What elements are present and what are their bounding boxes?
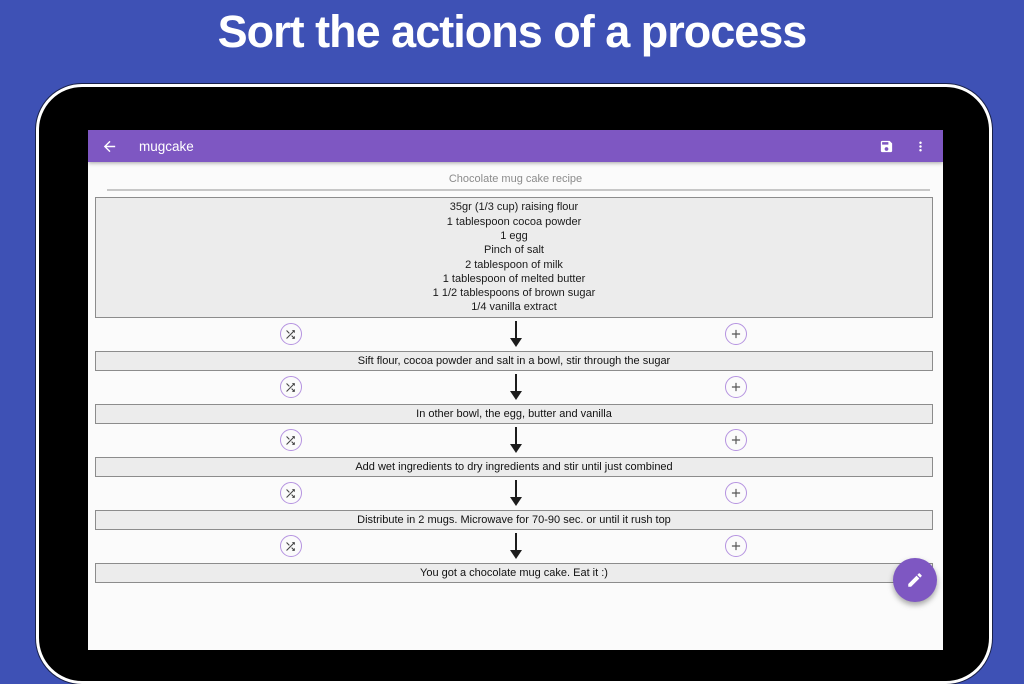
step-text: In other bowl, the egg, butter and vanil… <box>416 408 612 420</box>
ingredient-line: 1 tablespoon cocoa powder <box>446 215 582 228</box>
step-item[interactable]: Add wet ingredients to dry ingredients a… <box>95 457 933 477</box>
shuffle-icon <box>284 381 297 394</box>
step-connector <box>88 424 943 457</box>
shuffle-icon <box>284 540 297 553</box>
add-step-button[interactable] <box>725 535 748 557</box>
step-item[interactable]: You got a chocolate mug cake. Eat it :) <box>95 563 933 583</box>
down-arrow-icon <box>509 427 523 454</box>
add-step-button[interactable] <box>725 323 748 345</box>
overflow-menu-button[interactable] <box>913 138 928 155</box>
swap-steps-button[interactable] <box>279 535 302 557</box>
step-connector <box>88 371 943 404</box>
swap-steps-button[interactable] <box>279 376 302 398</box>
down-arrow-icon <box>509 374 523 401</box>
plus-icon <box>729 327 743 341</box>
ingredient-line: 1/4 vanilla extract <box>471 301 557 314</box>
app-toolbar: mugcake <box>88 130 943 162</box>
step-text: Sift flour, cocoa powder and salt in a b… <box>357 355 671 367</box>
arrow-left-icon <box>101 138 118 155</box>
add-step-button[interactable] <box>725 429 748 451</box>
ingredient-line: 35gr (1/3 cup) raising flour <box>449 201 579 214</box>
step-text: Distribute in 2 mugs. Microwave for 70-9… <box>357 514 671 526</box>
tablet-frame: mugcake Chocolate mug cake recipe 35gr (… <box>36 84 992 684</box>
header-divider <box>107 189 930 191</box>
toolbar-actions <box>879 138 928 155</box>
recipe-header: Chocolate mug cake recipe <box>448 173 583 185</box>
app-screen: mugcake Chocolate mug cake recipe 35gr (… <box>88 130 943 650</box>
ingredient-line: 1 1/2 tablespoons of brown sugar <box>432 287 596 300</box>
step-item[interactable]: Sift flour, cocoa powder and salt in a b… <box>95 351 933 371</box>
add-step-button[interactable] <box>725 376 748 398</box>
shuffle-icon <box>284 328 297 341</box>
swap-steps-button[interactable] <box>279 429 302 451</box>
shuffle-icon <box>284 434 297 447</box>
plus-icon <box>729 486 743 500</box>
step-text: You got a chocolate mug cake. Eat it :) <box>420 567 608 579</box>
down-arrow-icon <box>509 480 523 507</box>
step-connector <box>88 318 943 351</box>
step-item[interactable]: Distribute in 2 mugs. Microwave for 70-9… <box>95 510 933 530</box>
plus-icon <box>729 539 743 553</box>
add-step-button[interactable] <box>725 482 748 504</box>
step-connector <box>88 477 943 510</box>
swap-steps-button[interactable] <box>279 323 302 345</box>
toolbar-title: mugcake <box>139 138 194 154</box>
back-button[interactable] <box>101 138 118 155</box>
ingredient-line: Pinch of salt <box>484 244 544 257</box>
ingredient-line: 1 tablespoon of melted butter <box>442 272 586 285</box>
shuffle-icon <box>284 487 297 500</box>
down-arrow-icon <box>509 321 523 348</box>
ingredient-line: 2 tablespoon of milk <box>465 258 563 271</box>
swap-steps-button[interactable] <box>279 482 302 504</box>
plus-icon <box>729 380 743 394</box>
banner-title: Sort the actions of a process <box>217 6 808 57</box>
plus-icon <box>729 433 743 447</box>
step-text: Add wet ingredients to dry ingredients a… <box>355 461 673 473</box>
step-item[interactable]: In other bowl, the egg, butter and vanil… <box>95 404 933 424</box>
down-arrow-icon <box>509 533 523 560</box>
overflow-menu-icon <box>913 138 928 155</box>
ingredients-card[interactable]: 35gr (1/3 cup) raising flour 1 tablespoo… <box>95 197 933 318</box>
ingredient-line: 1 egg <box>500 229 528 242</box>
save-icon <box>879 139 894 154</box>
pencil-icon <box>906 571 924 589</box>
step-connector <box>88 530 943 563</box>
edit-fab[interactable] <box>893 558 937 602</box>
save-button[interactable] <box>879 139 894 154</box>
